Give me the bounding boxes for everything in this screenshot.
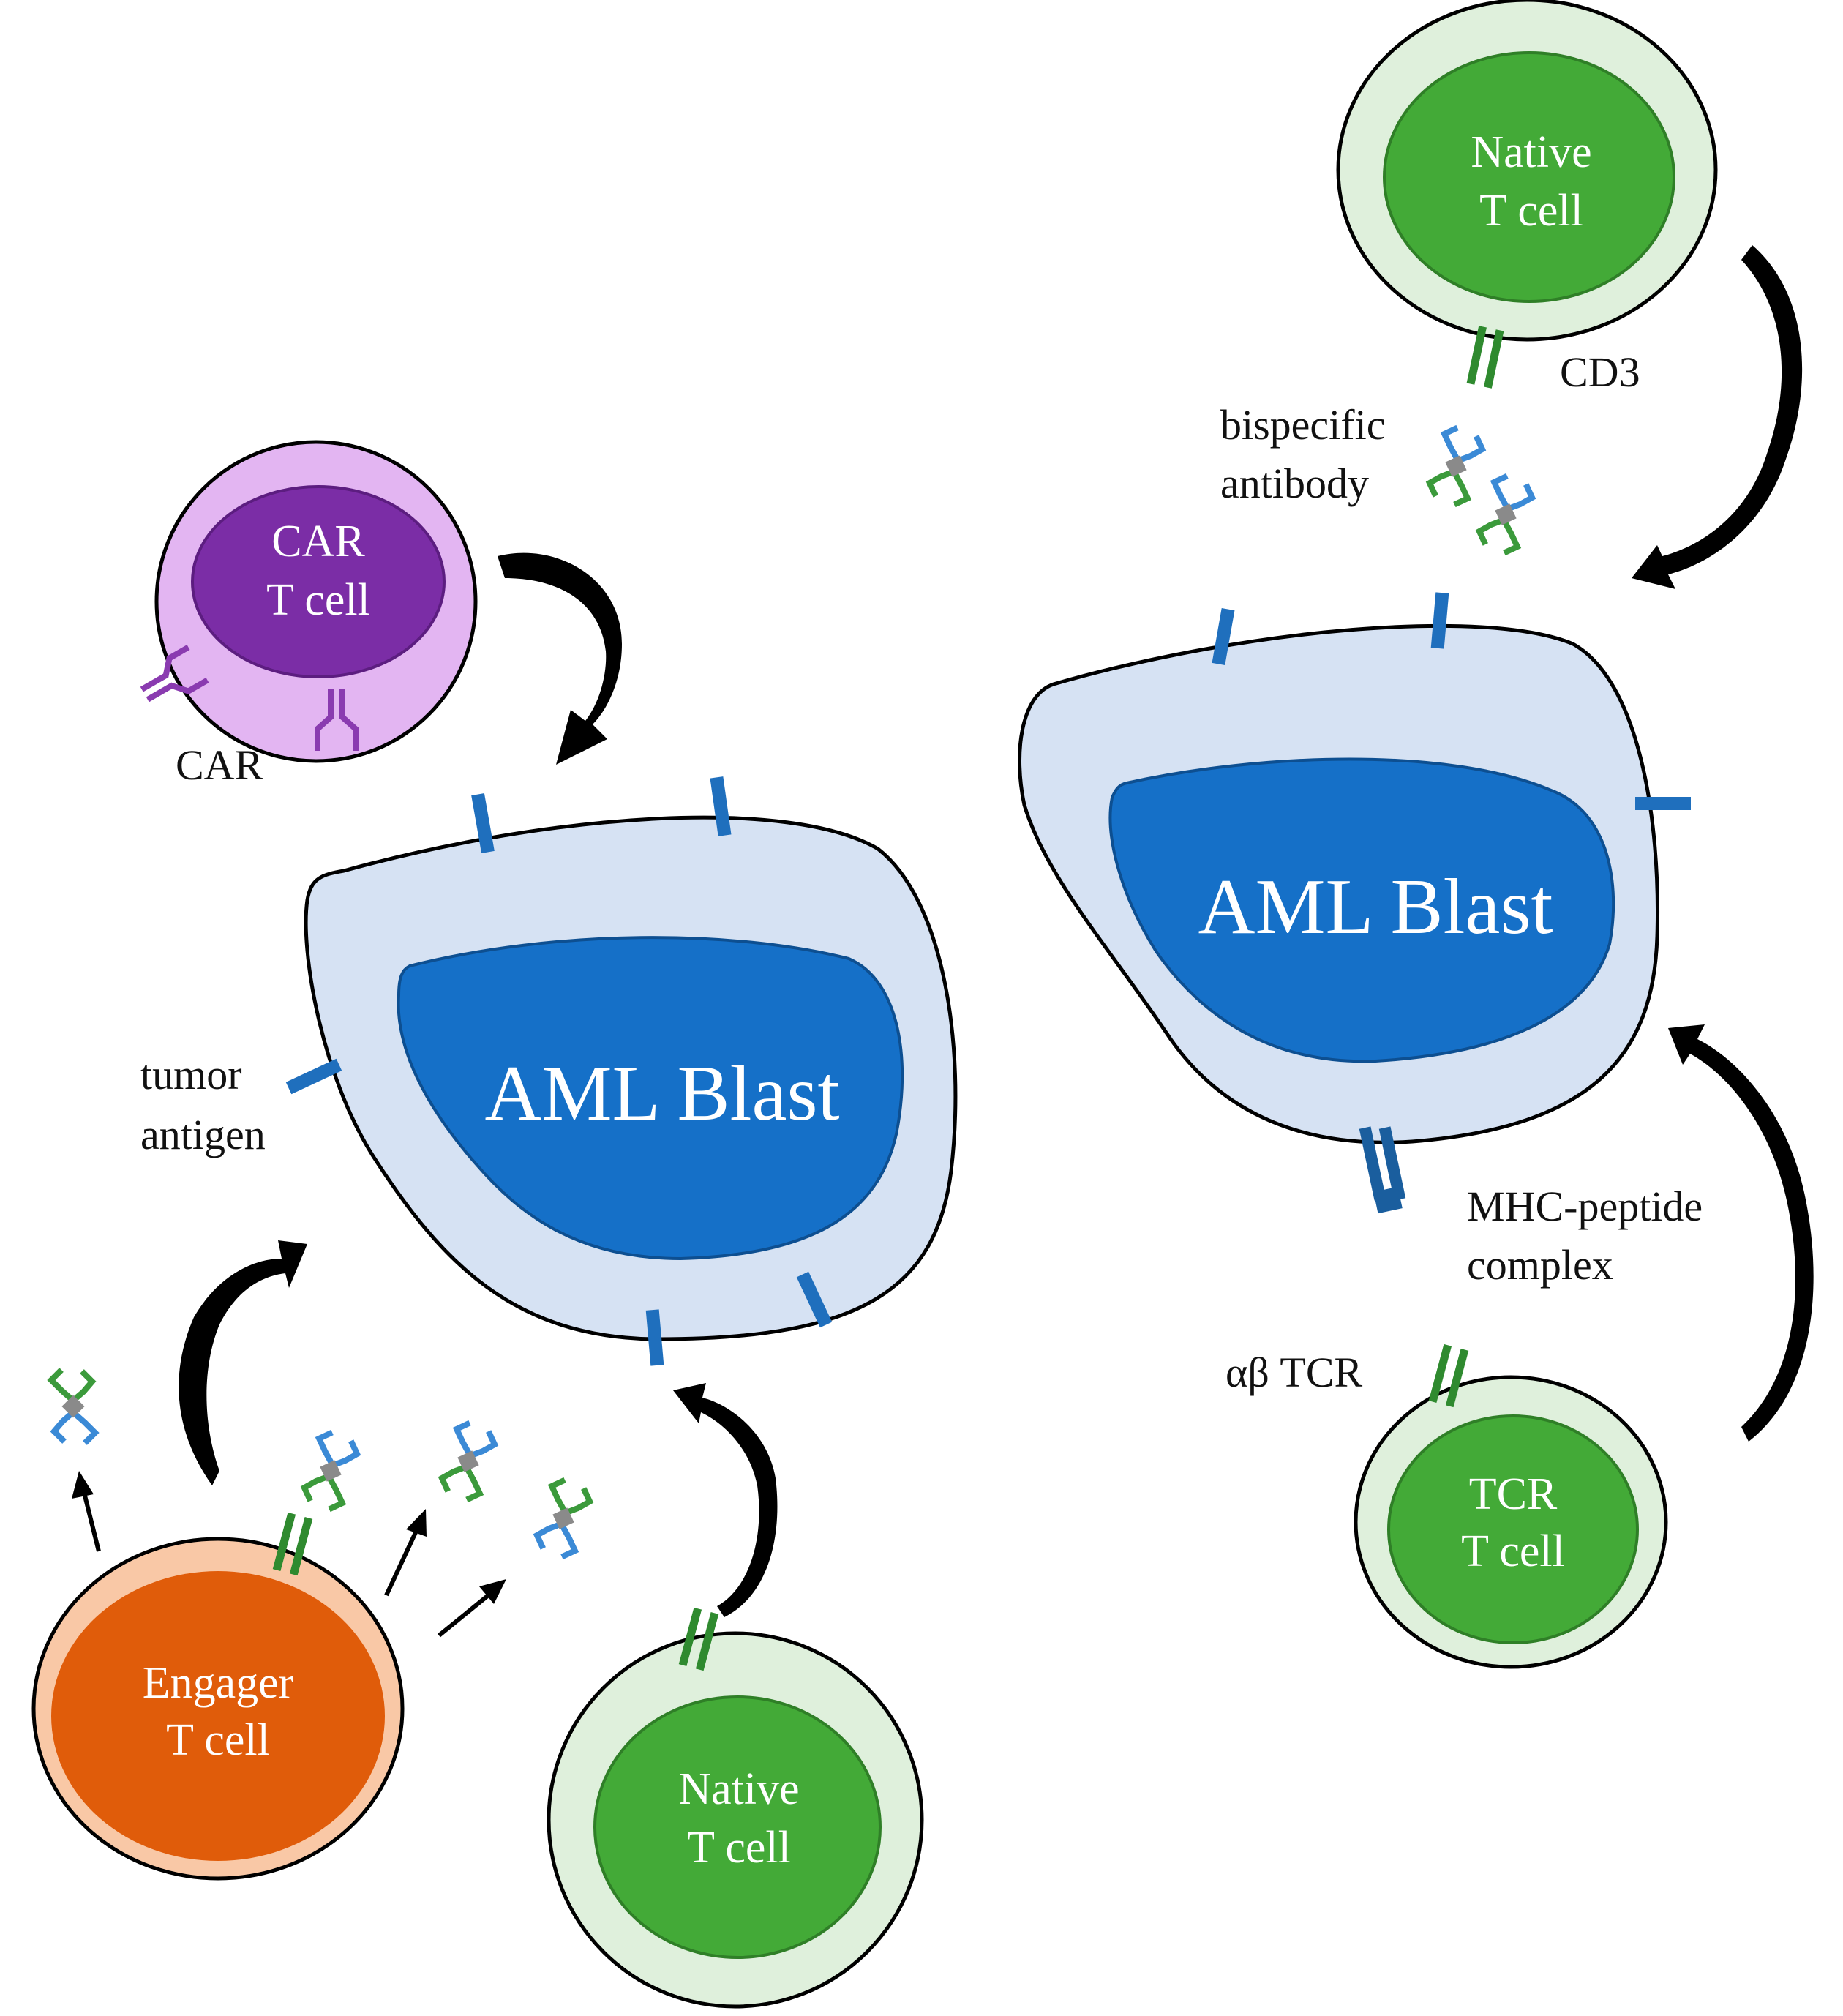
label-bispecific-1: bispecific [1220,401,1385,449]
mhc-peptide-complex [1359,1126,1406,1214]
tcr-cell-line1: TCR [1469,1469,1558,1519]
tcr-cell-line2: T cell [1461,1526,1565,1576]
car-t-cell: CAR T cell [135,440,478,763]
antibody-5 [435,1420,502,1503]
blast-right-nucleus [1108,757,1615,1063]
arrow-native-to-blast-left [673,1383,778,1617]
native-top-line1: Native [1471,127,1591,177]
blast-left-nucleus [397,936,904,1261]
labels: CAR tumor antigen CD3 bispecific antibod… [140,348,1703,1396]
native-t-cell-bottom: Native T cell [547,1608,924,2009]
engager-cell-line1: Engager [143,1658,294,1708]
antibody-2 [1473,473,1539,556]
antibody-6 [530,1477,597,1560]
curved-arrows [179,245,1814,1617]
antibody-3 [51,1370,95,1443]
native-bottom-line2: T cell [687,1823,791,1873]
native-bottom-line1: Native [678,1764,799,1814]
label-ab-tcr: αβ TCR [1225,1349,1363,1396]
antibody-1 [1423,424,1490,508]
tcr-t-cell: TCR T cell [1354,1345,1668,1669]
engager-cell-line2: T cell [166,1715,270,1765]
engager-t-cell: Engager T cell [31,1513,405,1881]
car-cell-line1: CAR [271,517,365,566]
label-tumor-antigen-1: tumor [140,1051,242,1098]
label-bispecific-2: antibody [1220,460,1369,507]
tumor-antigen-markers-left [285,776,833,1366]
blast-left-label: AML Blast [485,1050,840,1137]
label-mhc-1: MHC-peptide [1467,1183,1703,1230]
aml-blast-right: AML Blast [1018,592,1691,1214]
arrow-car-to-blast [498,552,622,765]
antibody-4 [298,1429,364,1513]
aml-blast-left: AML Blast [285,776,958,1366]
label-mhc-2: complex [1467,1241,1613,1289]
label-tumor-antigen-2: antigen [140,1111,266,1158]
arrow-native-to-blast-right [1632,245,1803,589]
arrow-engager-to-blast [179,1240,307,1485]
tumor-antigen-markers-right [1212,592,1691,810]
label-car: CAR [176,741,263,789]
secretion-arrows [72,1471,506,1638]
native-t-cell-top: Native T cell [1336,0,1718,388]
blast-right-label: AML Blast [1198,863,1553,951]
car-cell-line2: T cell [266,575,370,625]
native-top-line2: T cell [1479,186,1583,236]
label-cd3: CD3 [1560,348,1640,396]
arrow-tcr-to-blast-right [1668,1024,1814,1442]
